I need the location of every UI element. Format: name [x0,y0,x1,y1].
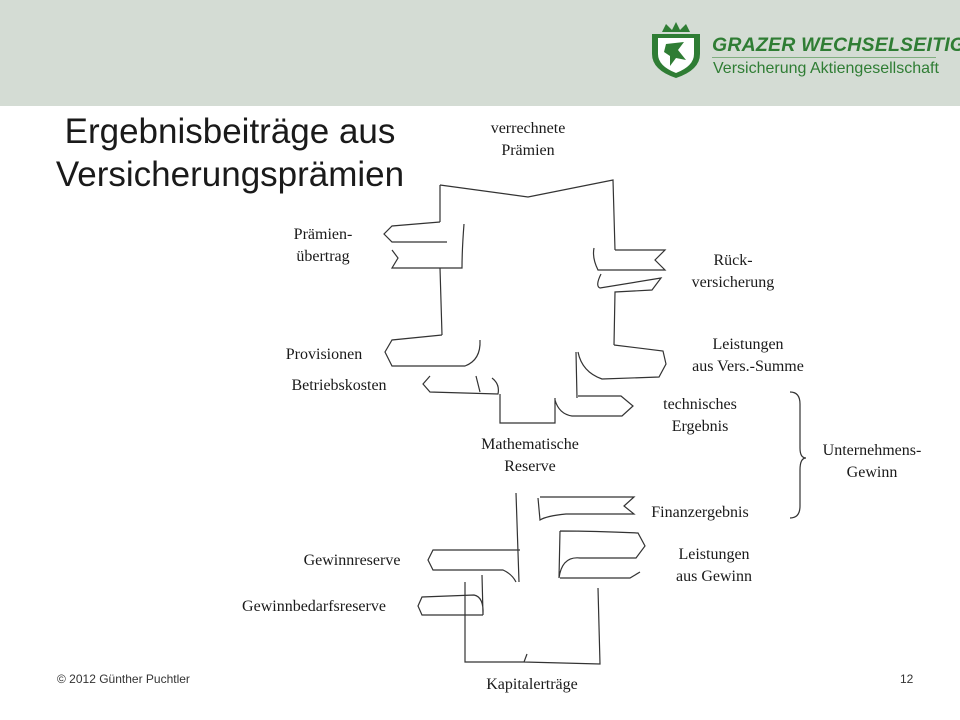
brace-unternehmensgewinn [789,391,807,519]
label-gewinnbedarfsreserve: Gewinnbedarfsreserve [242,598,386,615]
logo-name: GRAZER WECHSELSEITIGE [712,34,960,56]
title-line-2: Versicherungsprämien [55,155,405,194]
label-betriebskosten: Betriebskosten [291,377,387,394]
label-finanzergebnis: Finanzergebnis [651,504,749,521]
header-band [0,0,960,106]
flow-provisionen [384,334,481,367]
flow-praemienuebertrag [383,221,465,336]
label-gewinnreserve: Gewinnreserve [303,552,401,569]
label-technisches-ergebnis: technisches Ergebnis [663,396,737,435]
label-leistungen-vers-summe: Leistungen aus Vers.-Summe [692,336,804,375]
label-rueckversicherung: Rück- versicherung [691,252,775,291]
label-leistungen-aus-gewinn: Leistungen aus Gewinn [676,546,752,585]
page-number: 12 [900,672,914,686]
label-provisionen: Provisionen [285,346,363,363]
company-logo: GRAZER WECHSELSEITIGE Versicherung Aktie… [648,20,960,82]
flow-betriebskosten [422,375,499,395]
logo-divider [712,57,936,58]
flow-gewinnreserve [427,549,520,583]
label-mathematische-reserve: Mathematische Reserve [481,436,579,475]
slide-title: Ergebnisbeiträge aus Versicherungsprämie… [40,110,420,196]
flow-leistungen-gewinn [558,530,646,579]
label-unternehmensgewinn: Unternehmens- Gewinn [822,442,922,481]
flow-bottom-trunk [464,582,601,665]
flow-top-funnel [439,179,616,251]
label-verrechnete-praemien: verrechnete Prämien [490,120,566,159]
title-line-1: Ergebnisbeiträge aus [64,112,396,151]
flow-centre-trunk [499,351,634,424]
flow-finanzergebnis [515,492,636,583]
logo-subtitle: Versicherung Aktiengesellschaft [713,60,939,77]
flow-rueckversicherung [592,247,667,346]
flow-gewinnbedarf [417,574,484,616]
coat-of-arms-icon [652,22,700,78]
label-praemienuebertrag: Prämien- übertrag [293,226,353,265]
copyright: © 2012 Günther Puchtler [57,672,190,686]
flow-leistungen-vs [577,344,667,380]
label-kapitalertraege: Kapitalerträge [486,676,578,693]
